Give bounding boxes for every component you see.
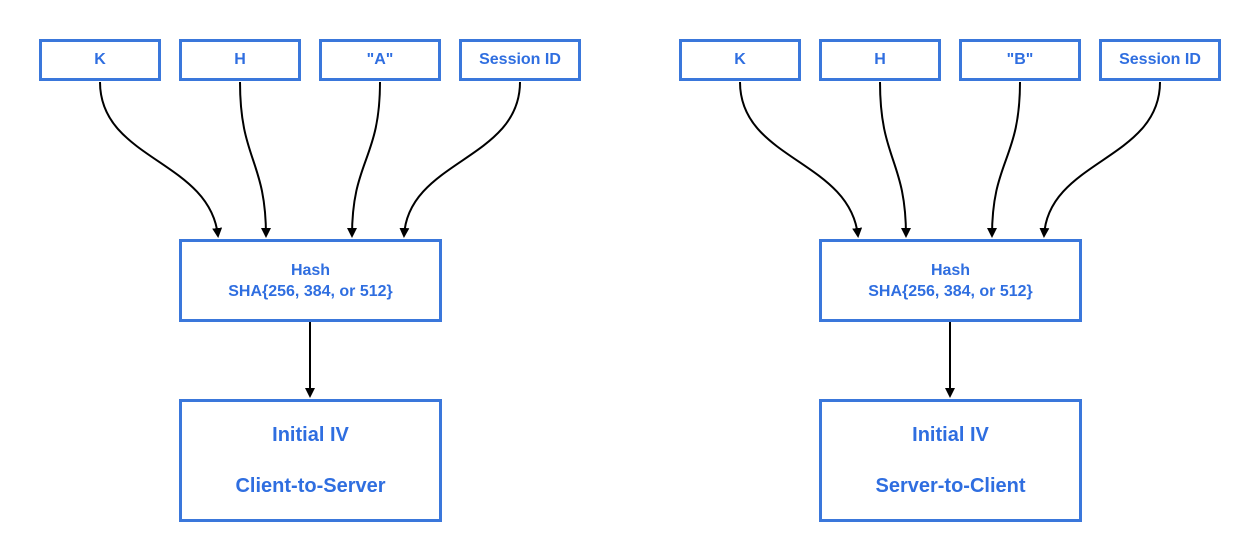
initial-iv-title: Initial IV xyxy=(272,423,349,446)
input-k-label: K xyxy=(94,51,106,68)
input-h-box: H xyxy=(819,39,941,81)
right-arrows xyxy=(739,81,1161,398)
input-h-label: H xyxy=(874,51,886,68)
input-h-label: H xyxy=(234,51,246,68)
initial-iv-direction: Client-to-Server xyxy=(235,474,386,497)
input-h-box: H xyxy=(179,39,301,81)
initial-iv-title: Initial IV xyxy=(912,423,989,446)
input-session-id-box: Session ID xyxy=(1099,39,1221,81)
input-letter-box: "B" xyxy=(959,39,1081,81)
left-arrows xyxy=(99,81,521,398)
initial-iv-direction: Server-to-Client xyxy=(875,474,1026,497)
client-to-server-diagram: K H "A" Session ID Hash SHA{256, 384, or… xyxy=(39,39,581,522)
arrow-session-to-hash xyxy=(1039,81,1161,238)
hash-algorithm: SHA{256, 384, or 512} xyxy=(228,282,393,300)
arrow-letter-to-hash xyxy=(987,81,1021,238)
arrow-session-to-hash xyxy=(399,81,521,238)
arrow-letter-to-hash xyxy=(347,81,381,238)
arrow-k-to-hash xyxy=(739,81,863,238)
hash-box: Hash SHA{256, 384, or 512} xyxy=(819,239,1082,322)
input-k-box: K xyxy=(679,39,801,81)
input-k-label: K xyxy=(734,51,746,68)
input-k-box: K xyxy=(39,39,161,81)
hash-box: Hash SHA{256, 384, or 512} xyxy=(179,239,442,322)
arrow-k-to-hash xyxy=(99,81,223,238)
hash-algorithm: SHA{256, 384, or 512} xyxy=(868,282,1033,300)
input-session-id-label: Session ID xyxy=(479,51,561,68)
server-to-client-diagram: K H "B" Session ID Hash SHA{256, 384, or… xyxy=(640,0,1260,560)
input-session-id-box: Session ID xyxy=(459,39,581,81)
initial-iv-box: Initial IV Server-to-Client xyxy=(819,399,1082,522)
input-session-id-label: Session ID xyxy=(1119,51,1201,68)
hash-title: Hash xyxy=(930,261,971,279)
input-letter-box: "A" xyxy=(319,39,441,81)
arrow-h-to-hash xyxy=(239,81,271,238)
input-letter-label: "A" xyxy=(366,51,394,68)
hash-title: Hash xyxy=(290,261,331,279)
arrow-h-to-hash xyxy=(879,81,911,238)
initial-iv-box: Initial IV Client-to-Server xyxy=(179,399,442,522)
input-letter-label: "B" xyxy=(1006,51,1034,68)
